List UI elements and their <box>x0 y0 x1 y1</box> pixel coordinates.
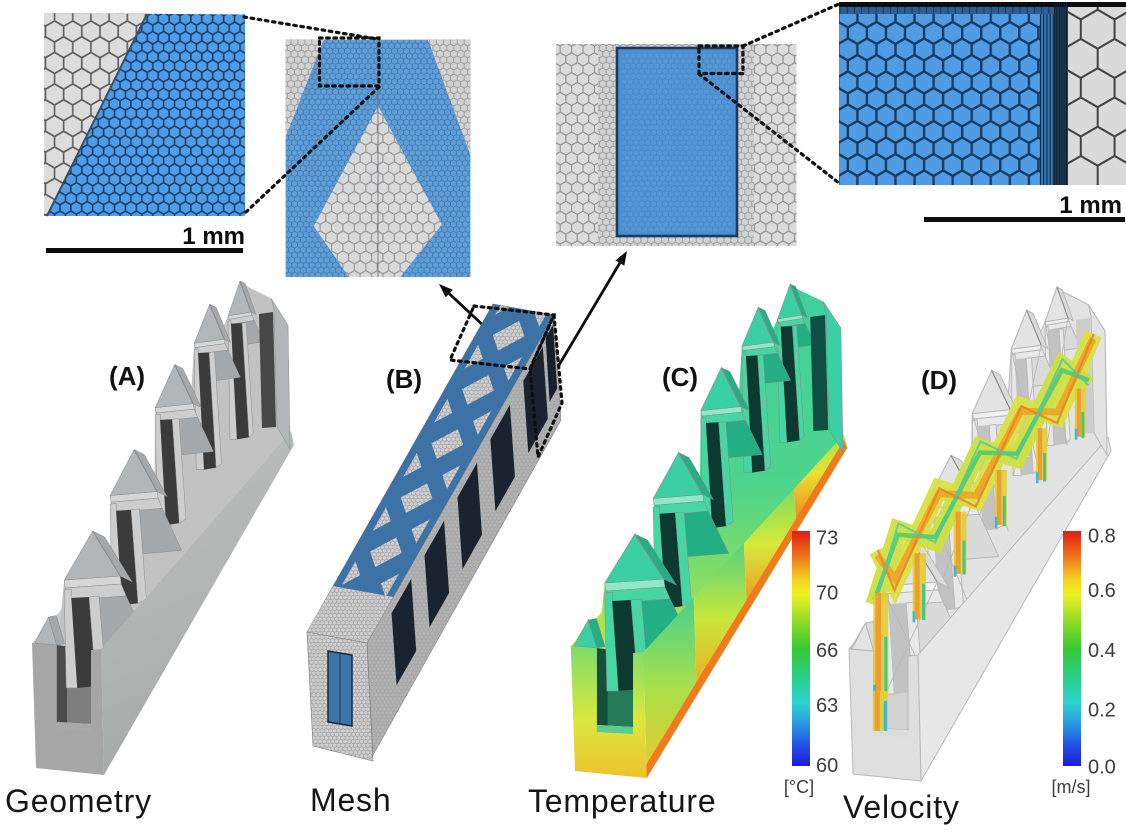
svg-text:0.6: 0.6 <box>1088 580 1116 602</box>
svg-text:63: 63 <box>816 695 838 717</box>
svg-text:0.4: 0.4 <box>1088 640 1116 662</box>
svg-text:[m/s]: [m/s] <box>1052 777 1091 797</box>
svg-text:73: 73 <box>816 528 838 550</box>
svg-text:(C): (C) <box>662 362 698 392</box>
svg-text:Velocity: Velocity <box>843 789 960 825</box>
svg-text:(D): (D) <box>921 365 957 395</box>
svg-text:Temperature: Temperature <box>528 783 716 819</box>
svg-text:Geometry: Geometry <box>5 783 152 819</box>
svg-text:Mesh: Mesh <box>310 782 391 818</box>
svg-text:1 mm: 1 mm <box>182 223 245 250</box>
svg-text:60: 60 <box>816 755 838 777</box>
svg-text:1 mm: 1 mm <box>1059 192 1122 219</box>
svg-text:0.8: 0.8 <box>1088 526 1116 548</box>
svg-text:(A): (A) <box>109 361 145 391</box>
svg-text:0.0: 0.0 <box>1088 757 1116 779</box>
svg-text:[°C]: [°C] <box>784 777 814 797</box>
svg-text:0.2: 0.2 <box>1088 700 1116 722</box>
svg-text:66: 66 <box>816 640 838 662</box>
svg-text:70: 70 <box>816 583 838 605</box>
svg-text:(B): (B) <box>386 364 422 394</box>
